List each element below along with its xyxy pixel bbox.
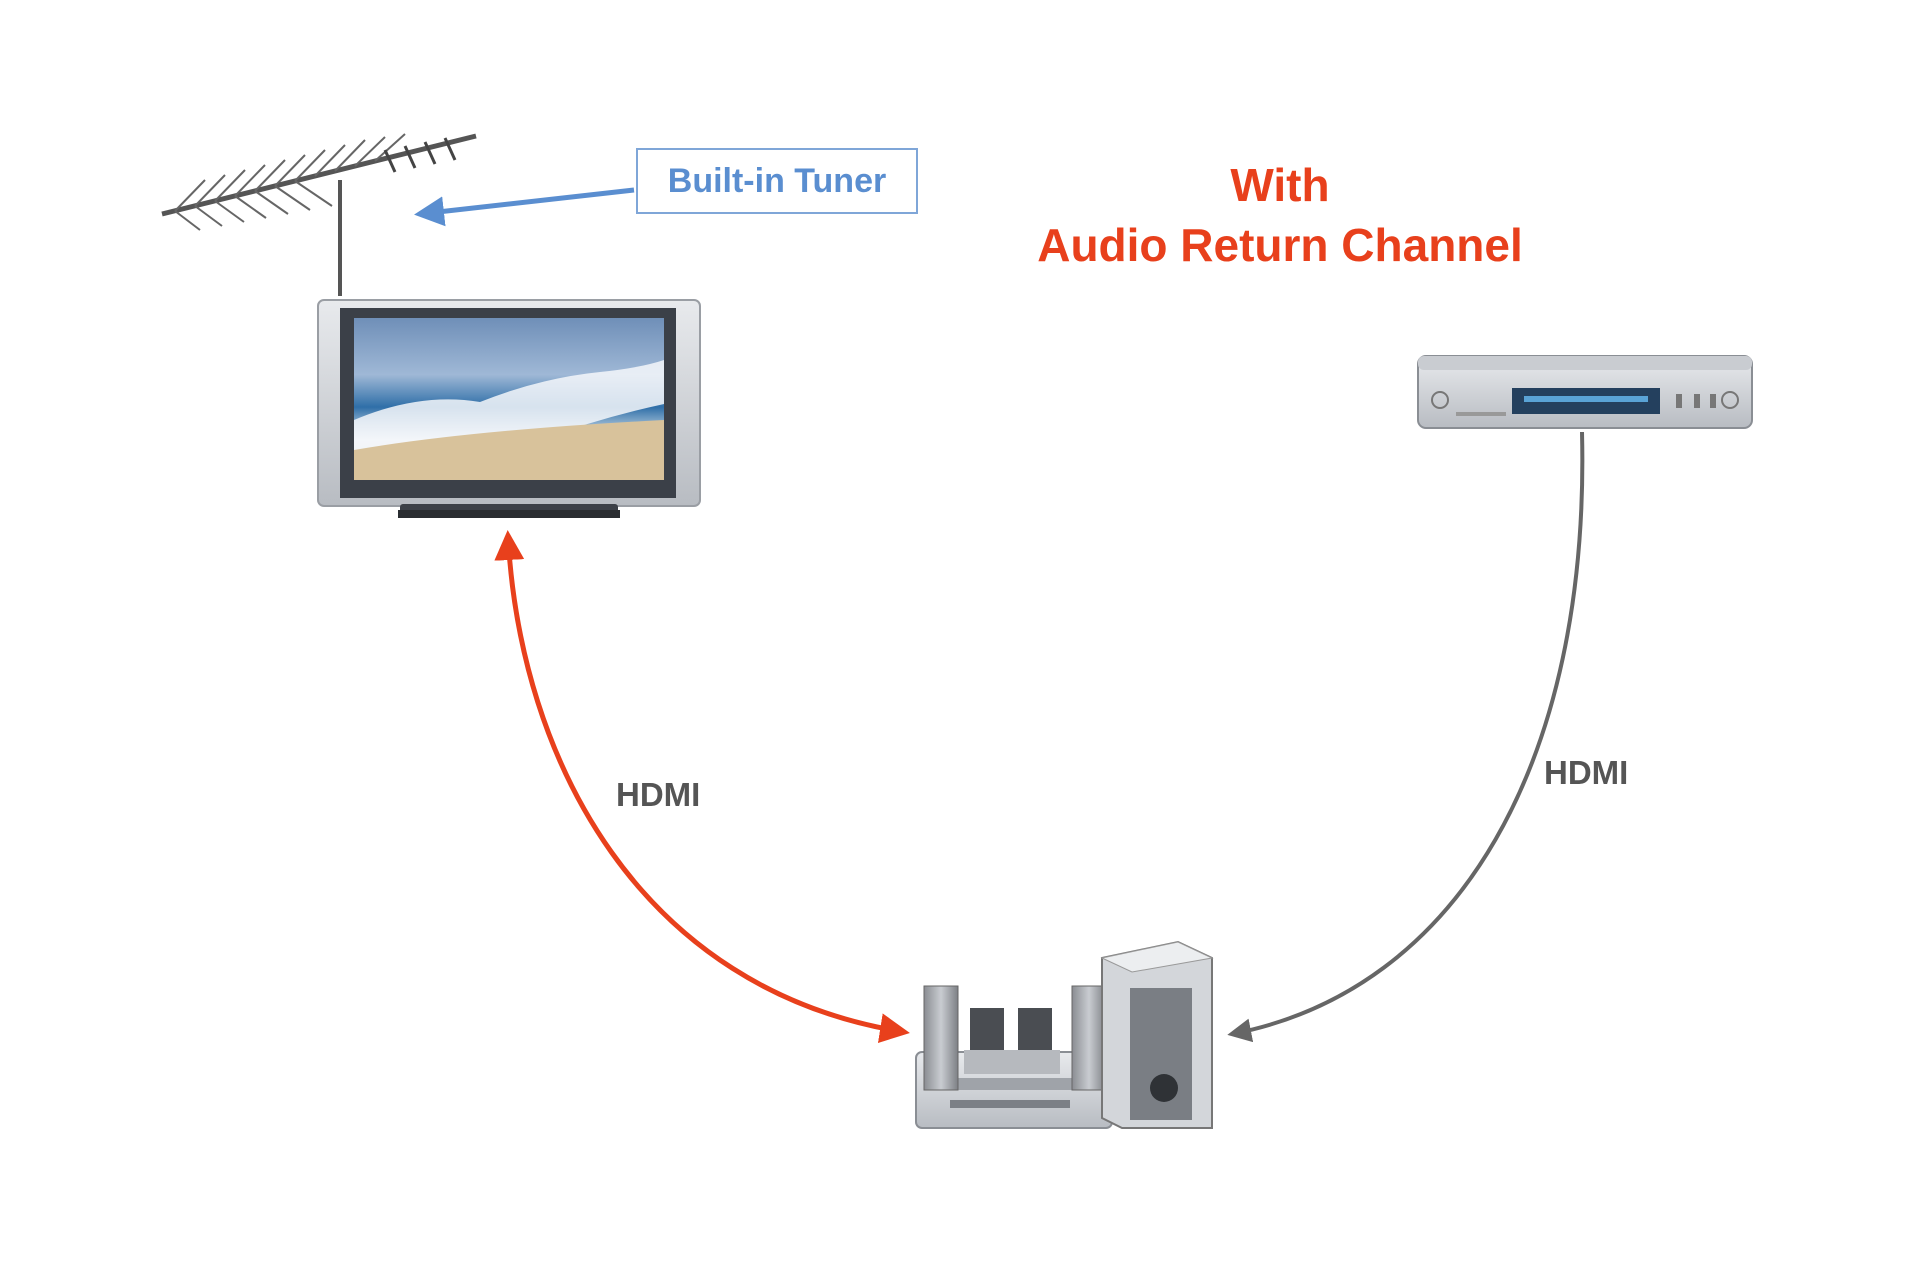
hdmi-label-tv-receiver: HDMI bbox=[616, 776, 701, 813]
tv-icon bbox=[317, 299, 701, 518]
antenna-icon bbox=[161, 133, 477, 296]
diagram-title-line-2: Audio Return Channel bbox=[1037, 219, 1523, 271]
hdmi-cable-tv-receiver bbox=[494, 530, 910, 1044]
blu-ray-player-icon bbox=[1417, 355, 1753, 429]
diagram-title-line-1: With bbox=[1230, 159, 1330, 211]
hdmi-label-player-receiver: HDMI bbox=[1544, 754, 1629, 791]
tuner-arrow bbox=[414, 187, 635, 227]
home-theater-icon bbox=[915, 940, 1214, 1129]
built-in-tuner-label: Built-in Tuner bbox=[636, 148, 918, 214]
hdmi-cable-player-receiver bbox=[1227, 431, 1585, 1043]
